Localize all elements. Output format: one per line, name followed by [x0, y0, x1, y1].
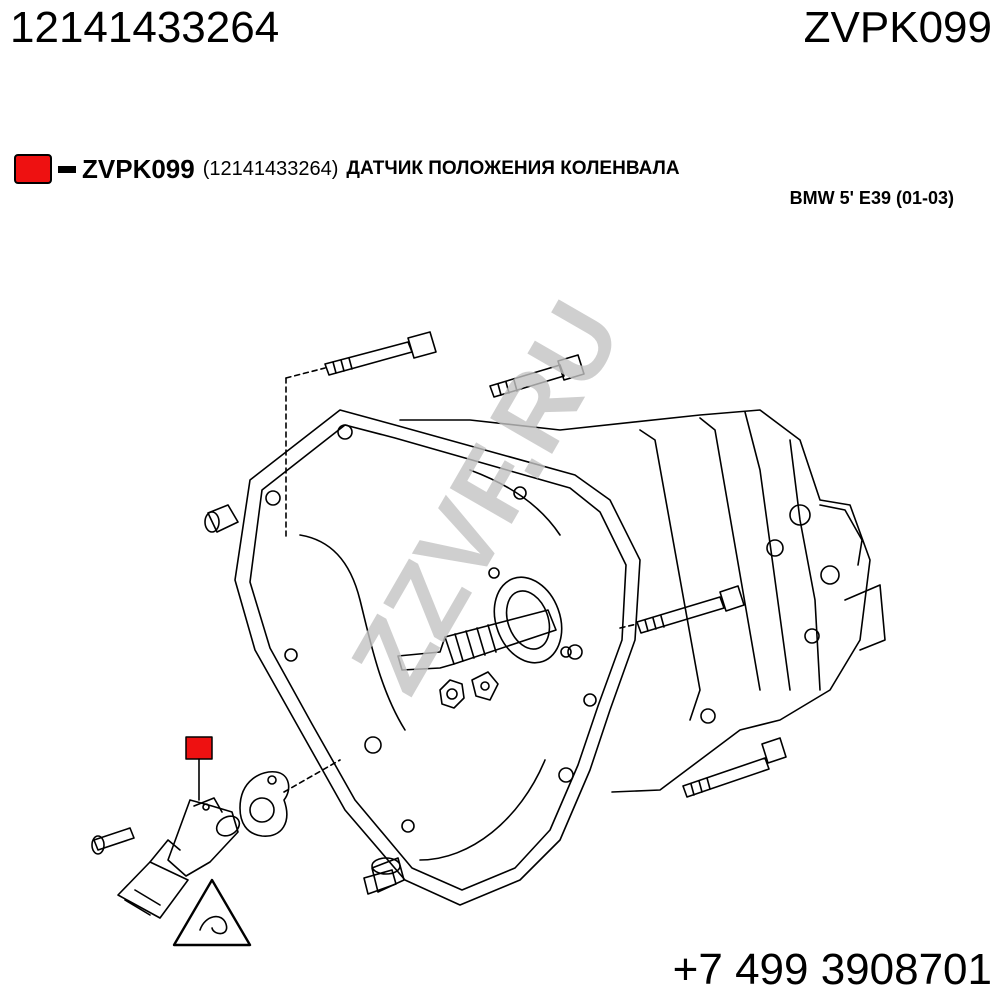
phone-number: +7 499 3908701 — [672, 945, 992, 994]
bolt-icon — [91, 827, 135, 855]
legend-oem: (12141433264) — [202, 157, 339, 180]
sensor-icon — [167, 797, 241, 877]
legend-code: ZVPK099 — [82, 153, 195, 184]
bolt-icon — [285, 331, 437, 541]
legend-description: ДАТЧИК ПОЛОЖЕНИЯ КОЛЕНВАЛА — [346, 158, 680, 179]
legend: ZVPK099 (12141433264) ДАТЧИК ПОЛОЖЕНИЯ К… — [14, 152, 680, 186]
hazard-warning-icon — [172, 878, 252, 947]
vehicle-model: BMW 5' E39 (01-03) — [789, 188, 954, 208]
bolt-icon — [619, 585, 745, 634]
transmission-housing-icon — [234, 409, 886, 906]
oem-number: 12141433264 — [10, 3, 280, 52]
legend-marker-icon — [14, 154, 52, 184]
nut-icon — [439, 679, 465, 709]
part-code-header: ZVPK099 — [803, 3, 992, 52]
washer-icon — [471, 671, 499, 701]
connector-icon — [117, 839, 189, 919]
plug-icon — [363, 857, 405, 895]
legend-dash — [58, 165, 76, 173]
bolt-icon — [489, 354, 585, 398]
dowel-icon — [204, 504, 239, 533]
bolt-icon — [682, 737, 787, 798]
watermark: ZZVF.RU — [329, 283, 643, 711]
highlight-marker-icon — [185, 736, 213, 760]
gasket-icon — [239, 759, 341, 837]
